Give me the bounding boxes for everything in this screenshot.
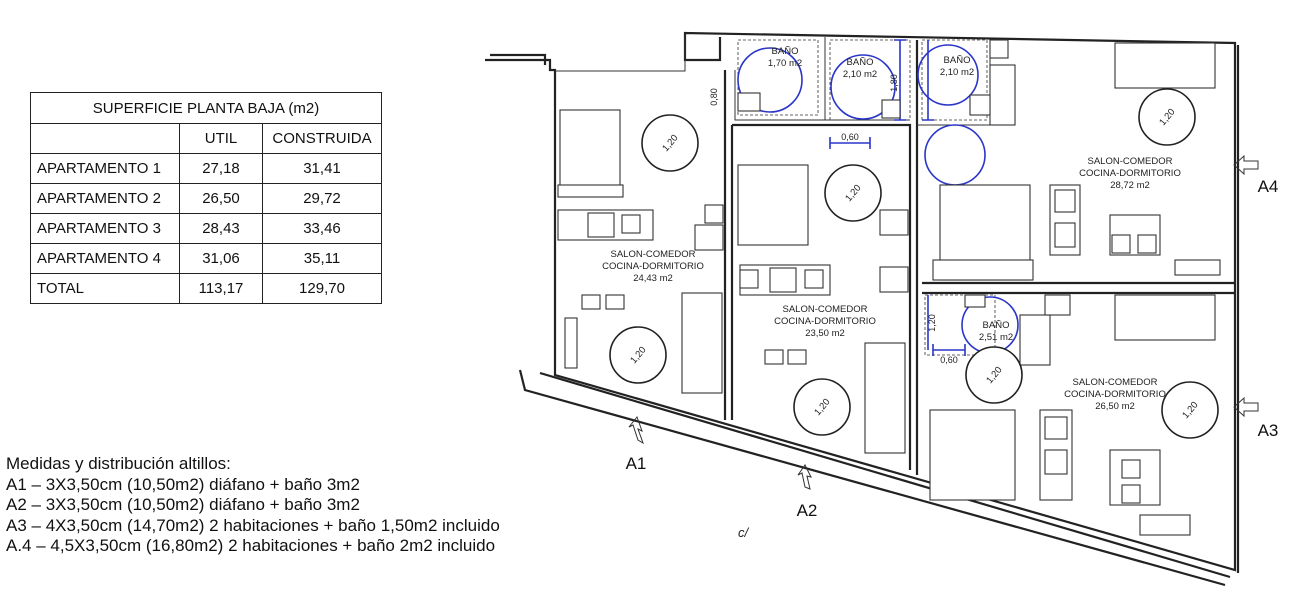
room-a2-line1: SALON-COMEDOR: [783, 304, 868, 315]
entry-a1-label: A1: [626, 454, 647, 473]
notes-line: A3 – 4X3,50cm (14,70m2) 2 habitaciones +…: [6, 515, 500, 535]
furniture-a2: [737, 99, 909, 454]
row-name: APARTAMENTO 1: [30, 153, 180, 184]
row-name: TOTAL: [30, 273, 180, 304]
room-labels: SALON-COMEDOR COCINA-DORMITORIO 24,43 m2…: [602, 46, 1181, 412]
room-a1-line1: SALON-COMEDOR: [611, 249, 696, 260]
room-a4-line1: SALON-COMEDOR: [1088, 156, 1173, 167]
row-construida: 29,72: [262, 183, 382, 214]
bath-zone: [921, 39, 988, 121]
entry-arrow-icon: [1233, 154, 1259, 176]
row-construida: 31,41: [262, 153, 382, 184]
room-a3-line1: SALON-COMEDOR: [1073, 377, 1158, 388]
row-construida: 129,70: [262, 273, 382, 304]
row-construida: 33,46: [262, 213, 382, 244]
outer-walls: [485, 31, 1240, 587]
notes-heading: Medidas y distribución altillos:: [6, 454, 231, 473]
surface-table: SUPERFICIE PLANTA BAJA (m2) UTIL CONSTRU…: [30, 92, 382, 304]
room-a1-line2: COCINA-DORMITORIO: [602, 261, 704, 272]
floor-plan: 1,20 1,20 1,20 1,20 1,20 1,20 1,20 SALON…: [485, 31, 1278, 587]
row-util: 26,50: [179, 183, 263, 214]
room-a4-line2: COCINA-DORMITORIO: [1079, 168, 1181, 179]
bath-a2-label: BAÑO: [847, 57, 874, 68]
furniture-a1: [557, 92, 761, 394]
row-util: 113,17: [179, 273, 263, 304]
row-util: 27,18: [179, 153, 263, 184]
notes-line: A1 – 3X3,50cm (10,50m2) diáfano + baño 3…: [6, 474, 360, 494]
dim-180: 1,80: [889, 74, 899, 92]
entry-arrow-icon: [1233, 396, 1259, 418]
row-name: APARTAMENTO 3: [30, 213, 180, 244]
bath-a4-area: 2,10 m2: [940, 67, 974, 78]
room-a3-line2: COCINA-DORMITORIO: [1064, 389, 1166, 400]
dim-120: 1,20: [927, 314, 937, 332]
table-header-util: UTIL: [179, 123, 263, 154]
bath-zone: [829, 39, 911, 121]
notes-line: A.4 – 4,5X3,50cm (16,80m2) 2 habitacione…: [6, 536, 496, 555]
furniture-a3: [929, 294, 1216, 536]
loft-notes: Medidas y distribución altillos: A1 – 3X…: [6, 454, 500, 557]
row-name: APARTAMENTO 2: [30, 183, 180, 214]
entry-markers: A1 A2 A4 A3: [626, 154, 1279, 520]
bath-a2-area: 2,10 m2: [843, 69, 877, 80]
room-a4-area: 28,72 m2: [1110, 180, 1150, 191]
table-row-total: TOTAL 113,17 129,70: [30, 273, 382, 304]
dimension-lines: [737, 39, 1019, 356]
row-name: APARTAMENTO 4: [30, 243, 180, 274]
table-row: APARTAMENTO 1 27,18 31,41: [30, 153, 382, 184]
bath-a3-label: BAÑO: [983, 320, 1010, 331]
table-row: APARTAMENTO 3 28,43 33,46: [30, 213, 382, 244]
table-header-empty: [30, 123, 180, 154]
bath-a1-label: BAÑO: [772, 46, 799, 57]
notes-line: A2 – 3X3,50cm (10,50m2) diáfano + baño 3…: [6, 495, 360, 514]
street-label: c/: [738, 525, 750, 540]
furniture-a4: [932, 39, 1221, 281]
turning-circles: 1,20 1,20 1,20 1,20 1,20 1,20 1,20: [609, 88, 1219, 439]
bath-zone: [924, 294, 996, 356]
room-a2-area: 23,50 m2: [805, 328, 845, 339]
entry-a2-label: A2: [797, 501, 818, 520]
table-row: APARTAMENTO 2 26,50 29,72: [30, 183, 382, 214]
entry-arrow-icon: [628, 415, 644, 445]
row-util: 31,06: [179, 243, 263, 274]
row-construida: 35,11: [262, 243, 382, 274]
dimension-texts: 0,80 0,60 0,60 1,80 1,20: [709, 74, 958, 365]
entry-a4-label: A4: [1258, 177, 1279, 196]
entry-a3-label: A3: [1258, 421, 1279, 440]
room-a1-area: 24,43 m2: [633, 273, 673, 284]
row-util: 28,43: [179, 213, 263, 244]
table-title: SUPERFICIE PLANTA BAJA (m2): [30, 92, 382, 124]
dim-060: 0,60: [940, 355, 958, 365]
bath-a3-area: 2,51 m2: [979, 332, 1013, 343]
table-row: APARTAMENTO 4 31,06 35,11: [30, 243, 382, 274]
dim-080: 0,80: [709, 88, 719, 106]
room-a2-line2: COCINA-DORMITORIO: [774, 316, 876, 327]
bath-a4-label: BAÑO: [944, 55, 971, 66]
dim-060: 0,60: [841, 132, 859, 142]
table-header-construida: CONSTRUIDA: [262, 123, 382, 154]
bath-a1-area: 1,70 m2: [768, 58, 802, 69]
room-a3-area: 26,50 m2: [1095, 401, 1135, 412]
entry-arrow-icon: [797, 464, 812, 490]
